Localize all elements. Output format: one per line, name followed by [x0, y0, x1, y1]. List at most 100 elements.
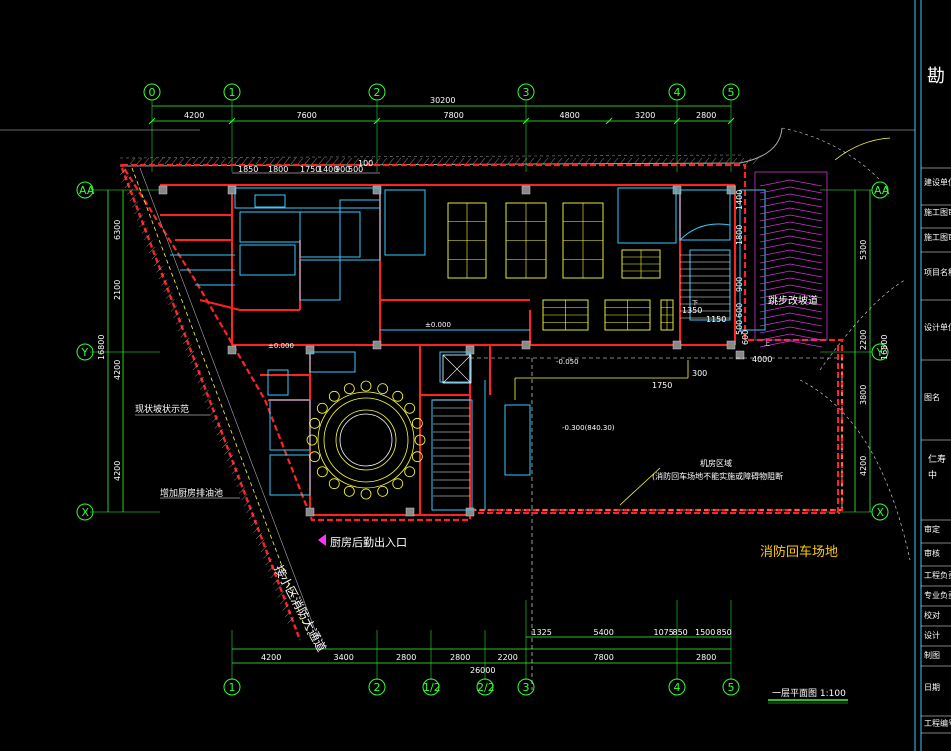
title-block-row: 工程负责人 [924, 570, 951, 580]
axis-bubble-top [223, 83, 241, 101]
bottom-dim: 2800 [450, 653, 470, 662]
axis-label-bottom: 4 [674, 681, 681, 694]
banquet-chair [343, 485, 355, 497]
axis-label-bottom: 5 [728, 681, 735, 694]
axis-label-right: Y [876, 346, 884, 359]
ramp-hatch [759, 179, 823, 348]
axis-bubble-top [143, 83, 161, 101]
left-dim: 4200 [113, 360, 122, 380]
axis-bubble-bottom [223, 678, 241, 696]
axis-label-bottom: 1/2 [423, 681, 441, 694]
up-mark: 上 [764, 340, 770, 348]
fire-note-2: (消防回车场地不能实施或障碍物阻断 [652, 471, 783, 481]
bottom-upper-dim: 1500 [695, 628, 715, 637]
stair-dim: 1150 [706, 315, 726, 324]
dining-table [621, 249, 661, 279]
title-block-row: 设计 [924, 630, 940, 640]
level-2: ±0.000 [268, 342, 294, 350]
banquet-chair [306, 434, 318, 446]
down-mark: 下 [692, 300, 698, 307]
title-block-row: 审定 [924, 524, 940, 534]
axis-bubble-right [871, 343, 889, 361]
axis-bubble-bottom [368, 678, 386, 696]
title-block-row: 项目名称 [924, 267, 951, 277]
banquet-chair [377, 485, 389, 497]
scale-title: 一层平面图 1:100 [772, 688, 846, 699]
title-block-row: 图名 [924, 392, 940, 402]
level-1: ±0.000 [425, 321, 451, 329]
title-area-note-2: 中 [928, 469, 937, 481]
fire-road-label: 接小区消防大通道 [271, 562, 329, 654]
column [305, 507, 315, 517]
banquet-chair [360, 488, 372, 500]
title-block-row: 校对 [924, 610, 940, 620]
level-basement: -0.300(840.30) [562, 424, 615, 432]
sub-dim: 900 [335, 165, 350, 174]
sub-dim: 1850 [238, 165, 258, 174]
axis-label-right: AA [874, 184, 890, 197]
axis-label-top: 2 [374, 86, 381, 99]
axis-label-top: 3 [523, 86, 530, 99]
axis-bubble-top [668, 83, 686, 101]
stair-dim: 600 [741, 330, 750, 345]
axis-label-right: X [877, 506, 885, 519]
level-3: -0.050 [556, 358, 579, 366]
column [372, 340, 382, 350]
axis-bubble-top [517, 83, 535, 101]
dining-table [660, 299, 674, 331]
title-block-row: 施工图审查 [924, 232, 951, 242]
top-dim: 7600 [297, 111, 317, 120]
banquet-chair [404, 402, 416, 414]
left-dim: 4200 [113, 461, 122, 481]
top-dim: 7800 [444, 111, 464, 120]
bottom-dim: 4200 [261, 653, 281, 662]
ramp-outline [754, 171, 828, 341]
right-dim: 5300 [859, 240, 868, 260]
partitions [170, 187, 766, 511]
column [227, 345, 237, 355]
bottom-dim: 3400 [334, 653, 354, 662]
left-dim: 6300 [113, 220, 122, 240]
top-dim: 4800 [560, 111, 580, 120]
banquet-chair [411, 417, 423, 429]
axis-label-bottom: 2 [374, 681, 381, 694]
axis-label-left: Y [81, 346, 89, 359]
top-dim: 2800 [696, 111, 716, 120]
banquet-chair [360, 380, 372, 392]
title-block: 勘 建设单位施工图审查施工图审查项目名称设计单位图名审定审核工程负责人专业负责人… [914, 0, 951, 751]
fire-area-label: 消防回车场地 [760, 544, 838, 560]
retaining-label: 增加厨房排油池 [160, 487, 223, 499]
banquet-chair [392, 478, 404, 490]
axis-label-bottom: 1 [229, 681, 236, 694]
bottom-upper-dim: 850 [717, 628, 732, 637]
axis-bubble-right [871, 181, 889, 199]
stair-dim: 1350 [682, 306, 702, 315]
axis-label-top: 4 [674, 86, 681, 99]
stair-dim: 300 [692, 369, 707, 378]
dining-table [604, 299, 651, 331]
banquet-chair [343, 383, 355, 395]
bottom-upper-dim: 5400 [594, 628, 614, 637]
banquet-chair [309, 417, 321, 429]
right-dim: 3800 [859, 385, 868, 405]
stair-dim: 900 [735, 277, 744, 292]
column [372, 185, 382, 195]
column [227, 185, 237, 195]
bottom-upper-dim: 1325 [532, 628, 552, 637]
title-block-row: 审核 [924, 548, 940, 558]
axis-label-top: 0 [149, 86, 156, 99]
column [672, 340, 682, 350]
title-block-row: 专业负责人 [924, 590, 951, 600]
axis-label-left: X [82, 506, 90, 519]
axis-bubble-bottom [668, 678, 686, 696]
banquet-chair [377, 383, 389, 395]
banquet-chair [414, 434, 426, 446]
axis-label-top: 5 [728, 86, 735, 99]
axis-bubble-right [871, 503, 889, 521]
axis-label-left: AA [79, 184, 95, 197]
bottom-dim: 2800 [696, 653, 716, 662]
column [521, 185, 531, 195]
